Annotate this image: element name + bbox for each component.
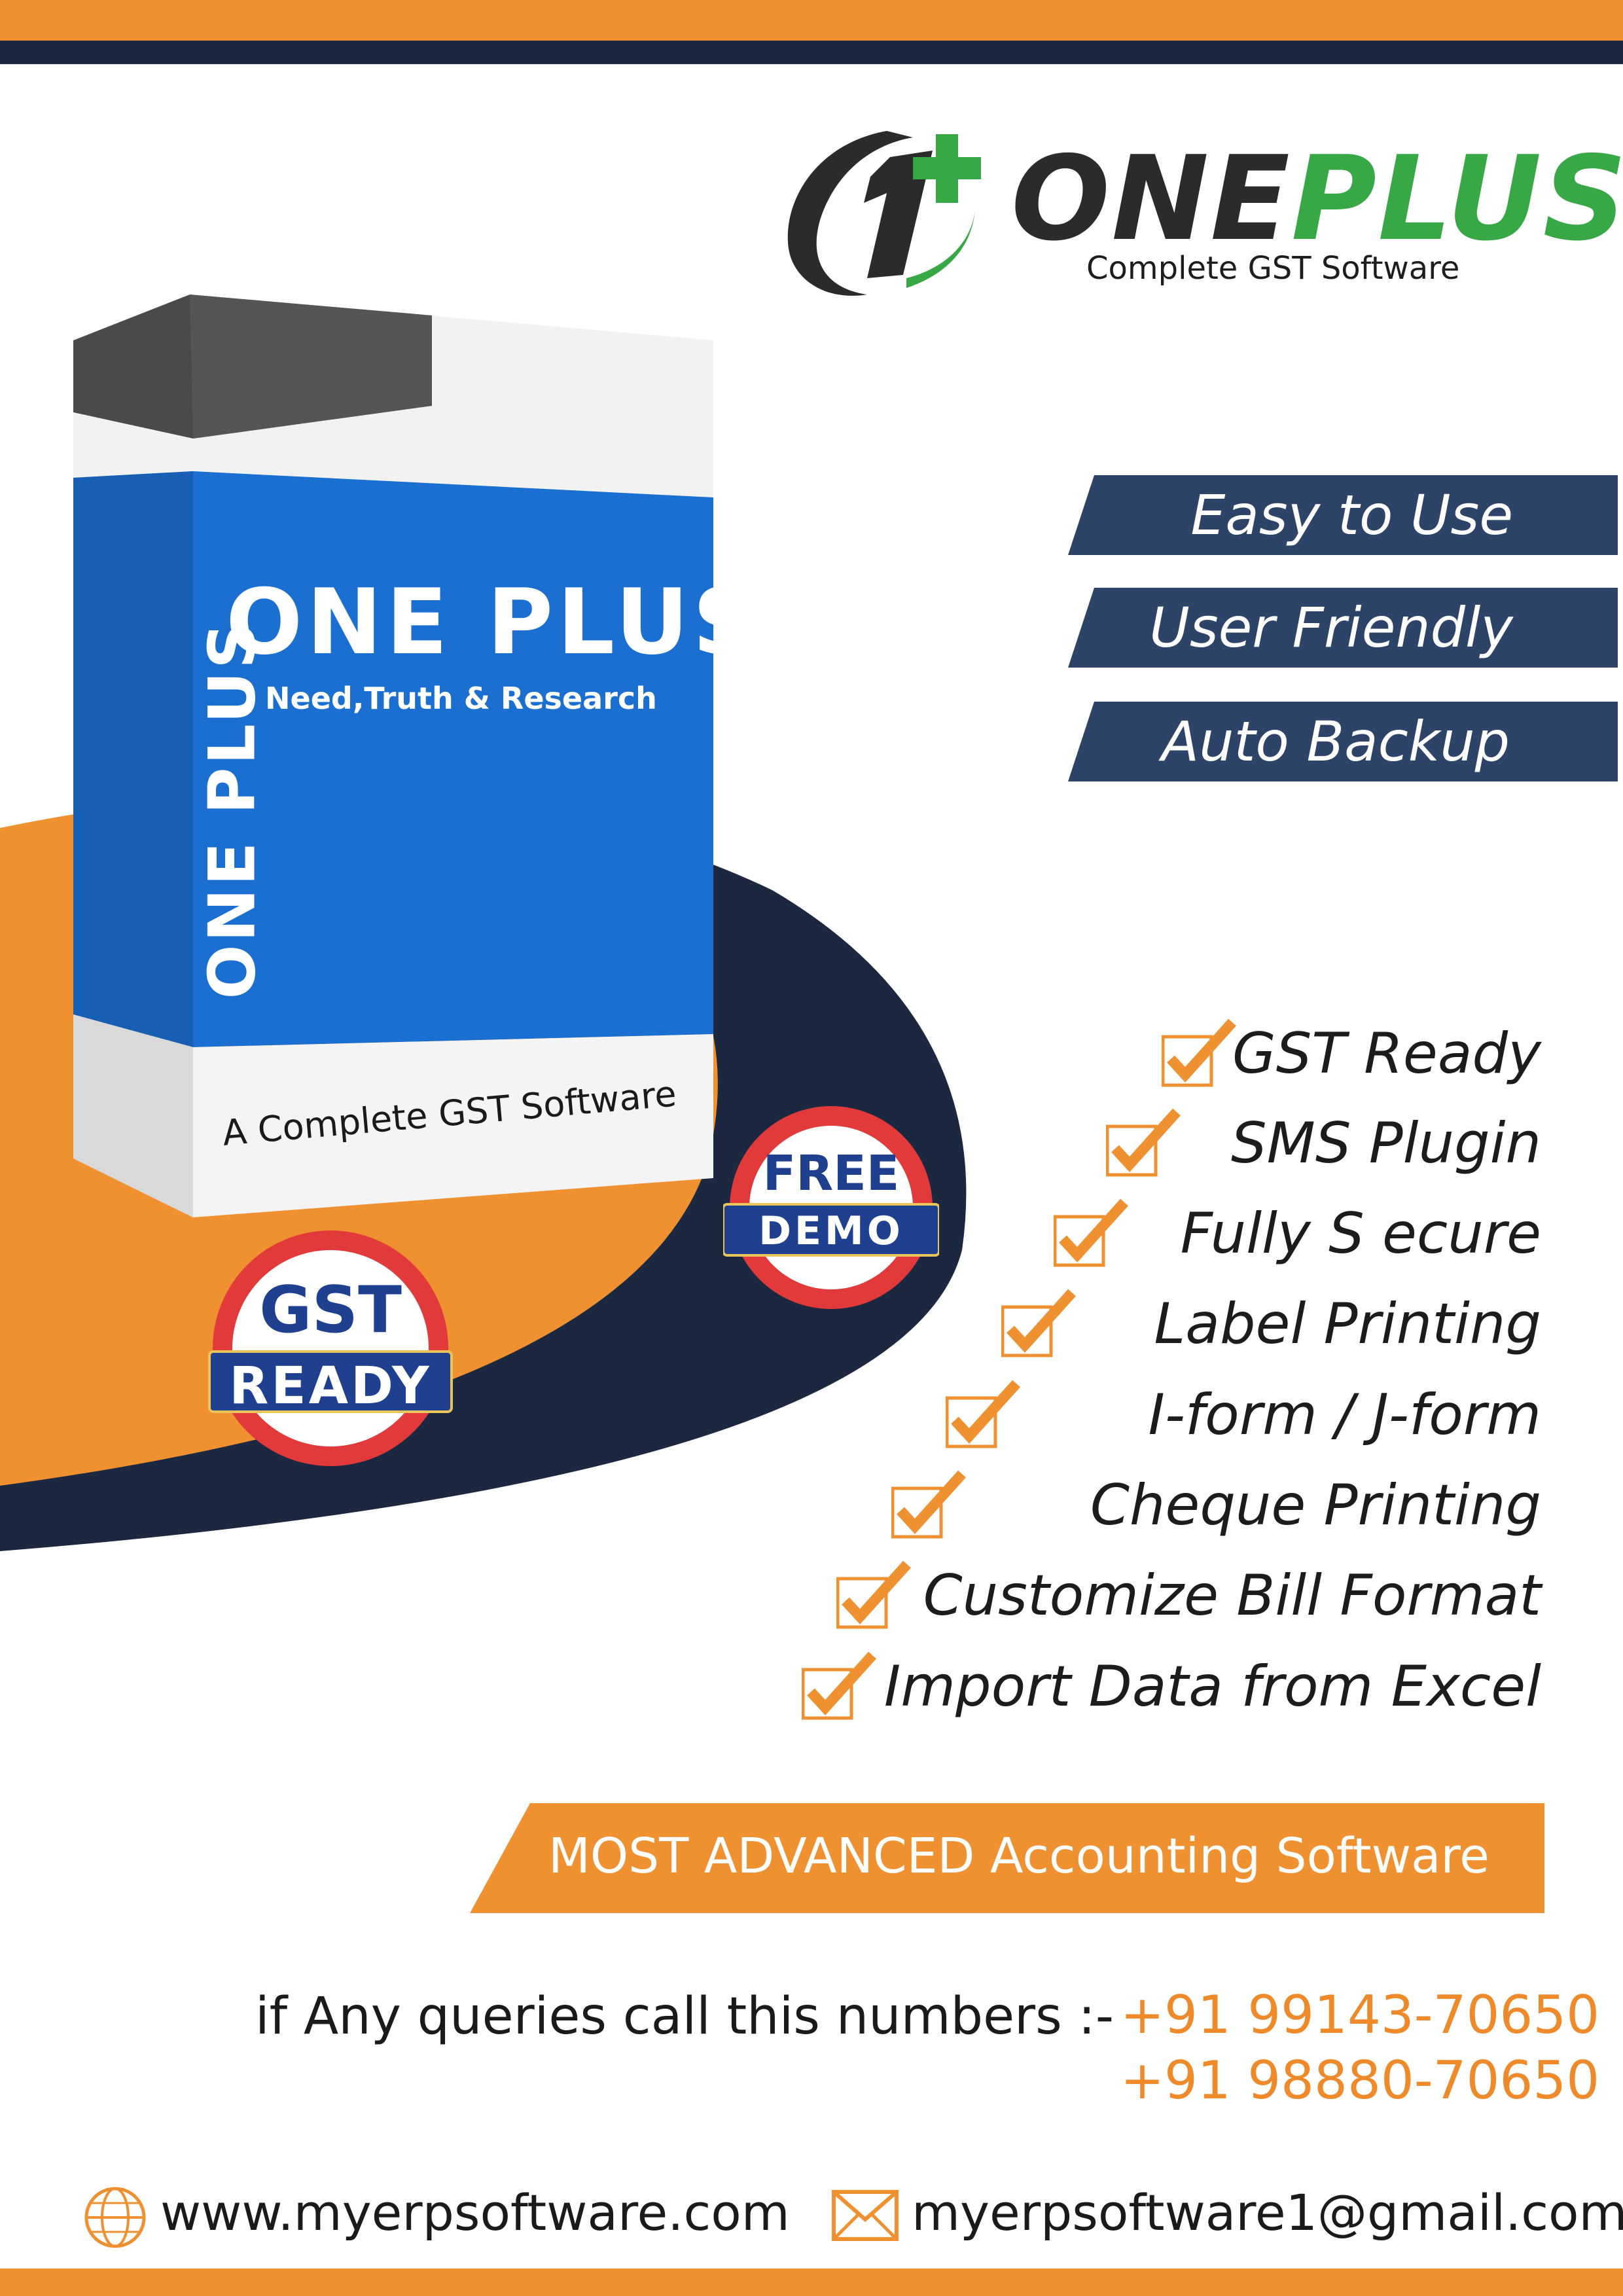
box-side-text: ONE PLUS bbox=[195, 620, 270, 999]
brand-word-one: ONE bbox=[1011, 131, 1291, 266]
phone-number[interactable]: +91 99143-70650 bbox=[1120, 1984, 1600, 2045]
oneplus-logo-mark bbox=[787, 131, 981, 296]
brand-wordmark: ONEPLUS bbox=[1011, 141, 1623, 257]
checkbox-checked-icon bbox=[891, 1470, 966, 1539]
highlight-label: User Friendly bbox=[1149, 596, 1513, 660]
feature-label: Cheque Printing bbox=[1090, 1473, 1541, 1538]
phone-number[interactable]: +91 98880-70650 bbox=[1120, 2050, 1600, 2111]
checkbox-checked-icon bbox=[1162, 1018, 1236, 1087]
box-subtitle: Need,Truth & Research bbox=[265, 681, 657, 716]
badge-seal-icon bbox=[723, 1106, 939, 1309]
feature-label: Label Printing bbox=[1154, 1291, 1541, 1357]
highlight-banner: Auto Backup bbox=[1068, 702, 1618, 781]
highlight-banner: User Friendly bbox=[1068, 588, 1618, 668]
highlight-label: Auto Backup bbox=[1161, 709, 1510, 774]
website-link[interactable]: www.myerpsoftware.com bbox=[160, 2183, 790, 2242]
gst-badge-bottom: READY bbox=[229, 1357, 432, 1416]
feature-label: Import Data from Excel bbox=[883, 1654, 1541, 1719]
feature-label: Customize Bill Format bbox=[923, 1563, 1541, 1628]
highlight-label: Easy to Use bbox=[1190, 483, 1513, 547]
checkbox-checked-icon bbox=[1001, 1289, 1076, 1357]
advanced-banner: MOST ADVANCED Accounting Software bbox=[470, 1803, 1544, 1913]
feature-label: SMS Plugin bbox=[1231, 1111, 1541, 1176]
feature-label: Fully S ecure bbox=[1180, 1201, 1541, 1266]
checkbox-checked-icon bbox=[836, 1560, 911, 1629]
box-title: ONE PLUS bbox=[226, 569, 762, 675]
demo-badge-top: FREE bbox=[762, 1145, 900, 1202]
envelope-icon bbox=[832, 2190, 899, 2241]
advanced-banner-text: MOST ADVANCED Accounting Software bbox=[548, 1828, 1489, 1884]
feature-label: GST Ready bbox=[1232, 1021, 1541, 1086]
product-box bbox=[73, 295, 713, 1217]
checkbox-checked-icon bbox=[802, 1651, 876, 1720]
highlight-banner: Easy to Use bbox=[1068, 475, 1618, 555]
gst-ready-badge: GST READY bbox=[203, 1221, 458, 1476]
email-link[interactable]: myerpsoftware1@gmail.com bbox=[912, 2183, 1623, 2242]
query-text: if Any queries call this numbers :- bbox=[255, 1987, 1114, 2046]
feature-label: I-form / J-form bbox=[1148, 1382, 1542, 1448]
checkbox-checked-icon bbox=[946, 1380, 1020, 1448]
demo-badge-bottom: DEMO bbox=[758, 1208, 904, 1254]
globe-icon bbox=[84, 2187, 146, 2248]
checkbox-checked-icon bbox=[1054, 1198, 1128, 1267]
badge-seal-icon bbox=[208, 1230, 453, 1466]
brand-word-plus: PLUS bbox=[1291, 131, 1623, 266]
top-orange-stripe bbox=[0, 0, 1623, 41]
bottom-orange-stripe bbox=[0, 2269, 1623, 2296]
top-navy-stripe bbox=[0, 41, 1623, 64]
gst-badge-top: GST bbox=[259, 1273, 402, 1348]
brand-tagline: Complete GST Software bbox=[1086, 250, 1460, 287]
free-demo-badge: FREE DEMO bbox=[723, 1100, 939, 1316]
checkbox-checked-icon bbox=[1106, 1108, 1181, 1177]
